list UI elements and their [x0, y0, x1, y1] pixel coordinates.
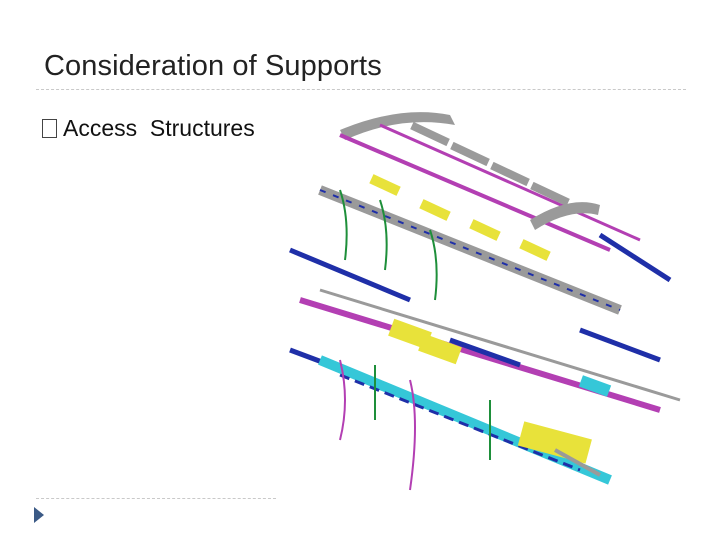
access-structures-diagram	[289, 112, 681, 491]
title-divider	[36, 89, 686, 90]
roof-frame	[339, 112, 641, 252]
bullet-item: Access Structures	[42, 115, 255, 142]
slide-title: Consideration of Supports	[44, 50, 382, 82]
bullet-text: Access Structures	[63, 115, 255, 141]
lower-deck	[318, 333, 612, 491]
bullet-box-icon	[42, 119, 57, 138]
footer-divider	[36, 498, 276, 499]
middle-deck	[289, 288, 681, 413]
footer-arrow-icon	[34, 507, 44, 523]
upper-deck	[289, 174, 672, 315]
